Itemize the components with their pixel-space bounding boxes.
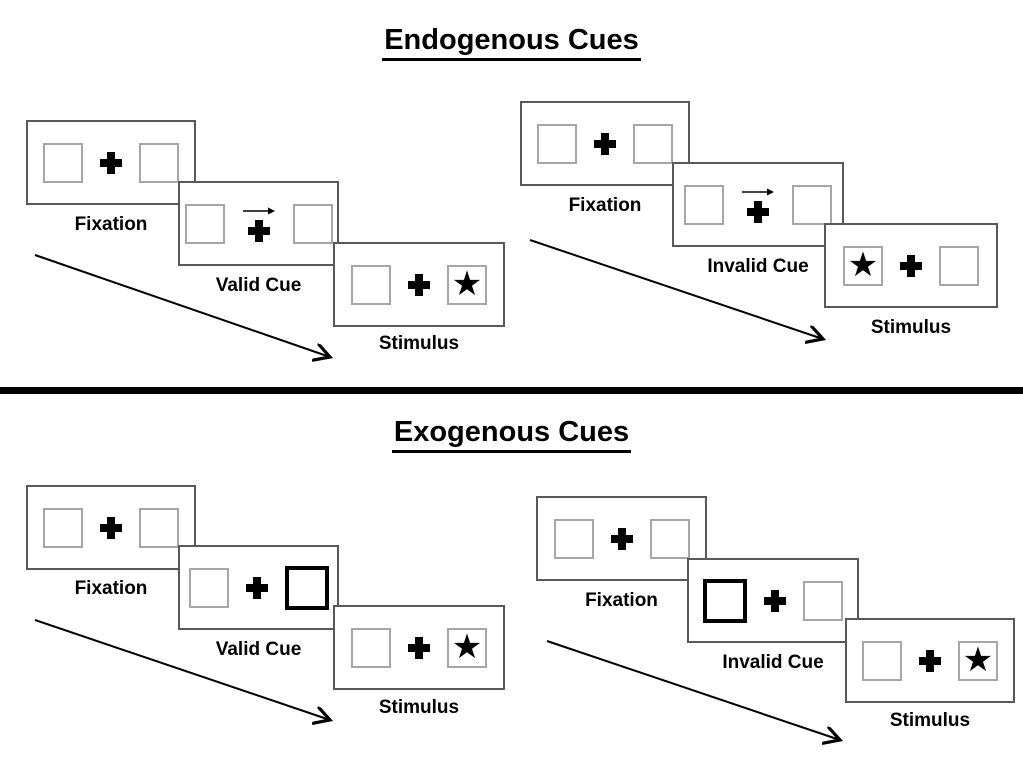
right-arrow-icon [742, 188, 774, 195]
panel-label: Stimulus [889, 710, 971, 731]
right-box [803, 580, 843, 621]
panel-label: Invalid Cue [722, 652, 824, 673]
right-box: ★ [958, 639, 998, 681]
sequence-arrow [529, 239, 840, 352]
endogenous-section-title: Endogenous Cues [0, 24, 1023, 61]
left-box [43, 142, 83, 183]
panel-label: Fixation [74, 578, 148, 599]
endogenous-valid-fixation-panel [26, 120, 196, 205]
endogenous-valid-stimulus-panel: ★ [333, 242, 505, 327]
endogenous-valid-cue-panel [178, 181, 339, 266]
left-box [862, 640, 902, 681]
exogenous-section-title: Exogenous Cues [0, 416, 1023, 453]
left-box [43, 507, 83, 548]
endogenous-invalid-fixation-panel [520, 101, 690, 186]
left-box-highlighted-cue [703, 578, 747, 623]
central-cue [741, 187, 775, 223]
exogenous-valid-cue-panel [178, 545, 339, 630]
section-title-text: Exogenous Cues [391, 416, 632, 453]
fixation-cross-icon [408, 273, 430, 296]
fixation-cross-icon [747, 200, 769, 223]
fixation-cross-icon [408, 636, 430, 659]
panel-label: Stimulus [378, 333, 460, 354]
fixation-cross-icon [245, 576, 268, 599]
sequence-arrow [546, 640, 857, 753]
fixation-cross-icon [610, 527, 633, 550]
left-box: ★ [843, 244, 883, 286]
star-icon: ★ [451, 263, 483, 304]
sequence-arrow [34, 254, 345, 370]
right-box [939, 245, 979, 286]
central-cue [242, 206, 276, 242]
exogenous-valid-fixation-panel [26, 485, 196, 570]
fixation-cross-icon [100, 516, 122, 539]
panel-label: Fixation [568, 195, 642, 216]
section-divider [0, 387, 1023, 394]
left-box [184, 203, 225, 244]
right-box-highlighted-cue [284, 565, 329, 610]
right-box: ★ [447, 263, 487, 305]
right-box [292, 203, 333, 244]
section-title-text: Endogenous Cues [382, 24, 641, 61]
fixation-cross-icon [100, 151, 122, 174]
exogenous-invalid-fixation-panel [536, 496, 707, 581]
sequence-arrow [34, 619, 345, 733]
right-box [139, 142, 179, 183]
right-box: ★ [447, 626, 487, 668]
right-arrow-icon [242, 207, 275, 214]
left-box [553, 518, 594, 559]
panel-label: Fixation [585, 590, 658, 611]
fixation-cross-icon [919, 649, 941, 672]
endogenous-invalid-cue-panel [672, 162, 844, 247]
fixation-cross-icon [247, 219, 270, 242]
right-box [792, 184, 832, 225]
right-box [649, 518, 690, 559]
left-box [351, 627, 391, 668]
endogenous-invalid-stimulus-panel: ★ [824, 223, 998, 308]
fixation-cross-icon [900, 254, 922, 277]
fixation-cross-icon [594, 132, 616, 155]
left-box [188, 567, 229, 608]
star-icon: ★ [962, 639, 994, 680]
panel-label: Invalid Cue [707, 256, 809, 277]
panel-label: Stimulus [870, 317, 952, 338]
left-box [537, 123, 577, 164]
star-icon: ★ [451, 626, 483, 667]
panel-label: Valid Cue [215, 275, 302, 296]
right-box [139, 507, 179, 548]
star-icon: ★ [847, 244, 879, 285]
panel-label: Fixation [74, 214, 148, 235]
exogenous-invalid-stimulus-panel: ★ [845, 618, 1015, 703]
panel-label: Valid Cue [215, 639, 302, 660]
left-box [351, 264, 391, 305]
exogenous-valid-stimulus-panel: ★ [333, 605, 505, 690]
fixation-cross-icon [764, 589, 786, 612]
right-box [633, 123, 673, 164]
left-box [684, 184, 724, 225]
panel-label: Stimulus [378, 697, 460, 718]
exogenous-invalid-cue-panel [687, 558, 859, 643]
